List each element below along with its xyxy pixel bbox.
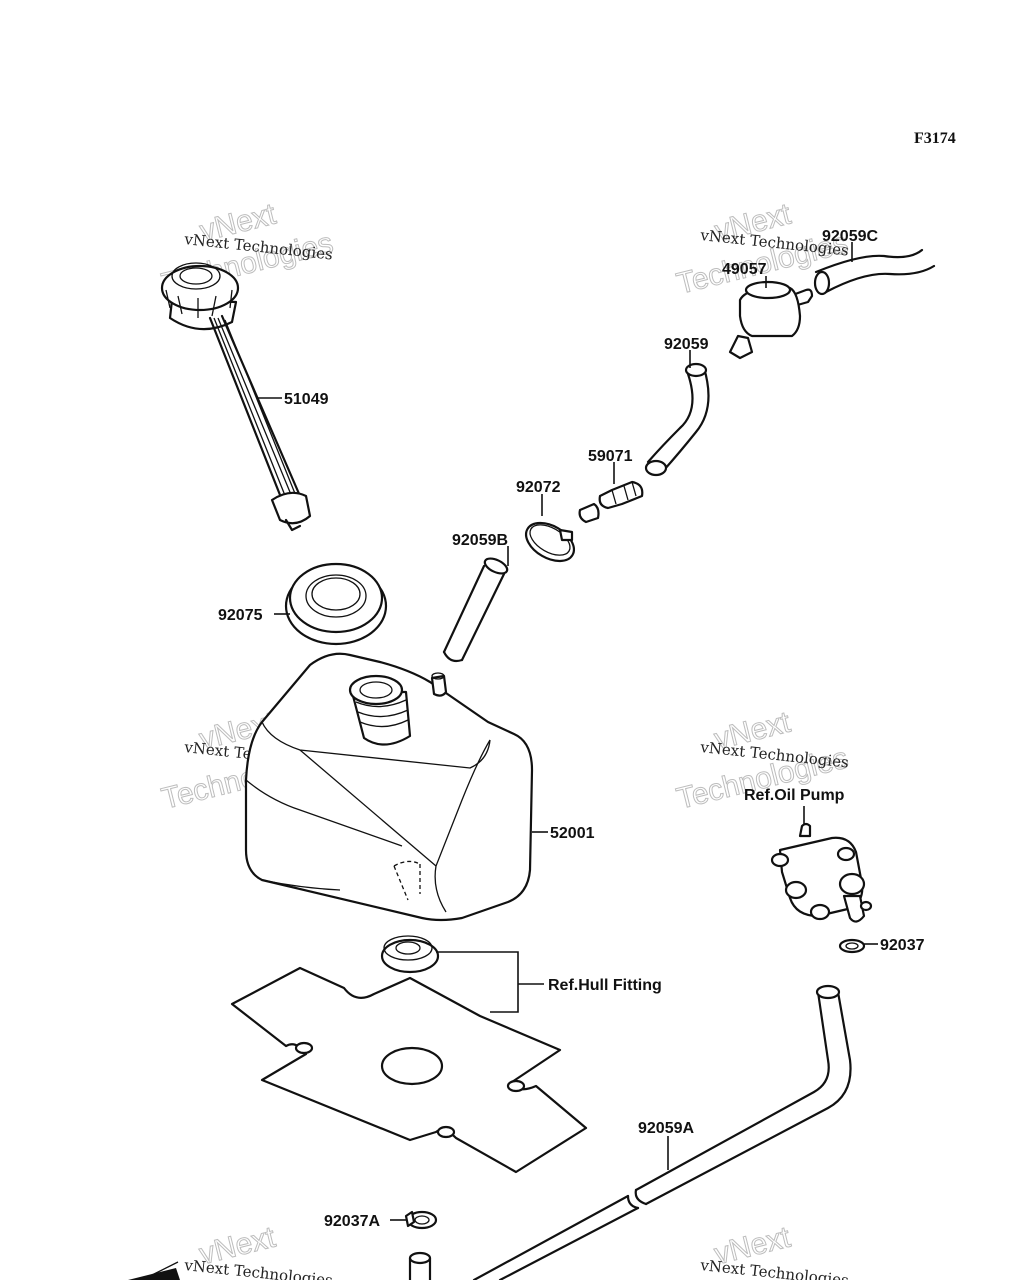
watermark-bottom-left: vNext vNext Technologies (183, 1220, 334, 1280)
label-92072: 92072 (516, 479, 561, 496)
label-92059: 92059 (664, 336, 709, 353)
hull-fitting-mat-drawing (230, 966, 588, 1174)
part-49057-filter-drawing (728, 280, 814, 360)
label-51049: 51049 (284, 391, 329, 408)
label-92059A: 92059A (638, 1120, 694, 1137)
part-92037-clip-drawing (838, 938, 866, 954)
part-52001-oil-tank-drawing (244, 652, 534, 922)
part-92075-grommet-drawing (284, 562, 388, 646)
part-92037A-clip-drawing (404, 1210, 438, 1230)
part-92072-clamp-drawing (525, 521, 575, 563)
label-92037A: 92037A (324, 1213, 380, 1230)
part-92059C-hose-drawing (813, 248, 936, 296)
label-52001: 52001 (550, 825, 595, 842)
bottom-hose-stub-drawing (408, 1251, 432, 1280)
label-49057: 49057 (722, 261, 767, 278)
label-ref-oil-pump: Ref.Oil Pump (744, 787, 845, 804)
label-ref-hull-fitting: Ref.Hull Fitting (548, 977, 662, 994)
oil-pump-drawing (770, 822, 873, 923)
watermark-text: vNext Technologies (183, 1256, 334, 1280)
part-92059-hose-drawing (644, 362, 710, 477)
hull-fitting-grommet-drawing (380, 935, 440, 974)
label-92059B: 92059B (452, 532, 508, 549)
figure-code: F3174 (914, 130, 956, 147)
label-92059C: 92059C (822, 228, 878, 245)
part-59071-valve-drawing (578, 480, 644, 524)
part-51049-filler-cap-drawing (160, 262, 312, 532)
label-92075: 92075 (218, 607, 263, 624)
watermark-text: vNext Technologies (699, 1256, 850, 1280)
part-92059B-hose-drawing (442, 557, 509, 663)
part-92059A-hose-drawing (472, 984, 852, 1280)
label-59071: 59071 (588, 448, 633, 465)
bottom-left-arrow-drawing (128, 1261, 180, 1280)
label-92037: 92037 (880, 937, 925, 954)
watermark-bottom-right: vNext vNext Technologies (699, 1220, 850, 1280)
leader-hull-fitting (436, 951, 544, 1013)
